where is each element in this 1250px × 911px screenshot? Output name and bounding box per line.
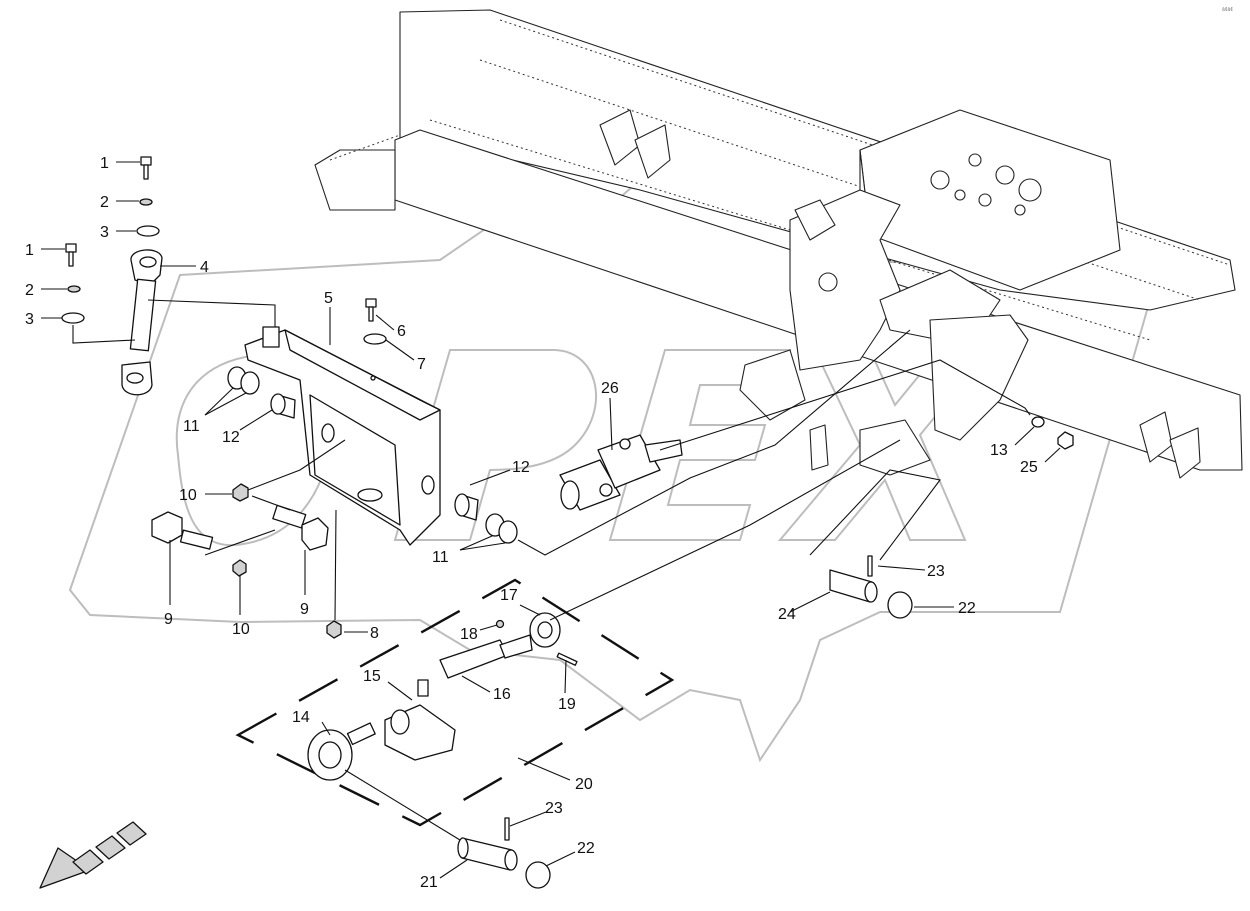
callout-2b: 2 <box>25 282 34 299</box>
callout-11a: 11 <box>183 418 200 435</box>
rod-end-17 <box>529 612 561 648</box>
callout-3a: 3 <box>100 224 109 241</box>
assembly-group-outline <box>235 578 675 827</box>
slotted-rod-16 <box>439 634 533 679</box>
nut-18 <box>495 619 505 629</box>
callout-12b: 12 <box>512 459 530 476</box>
callout-23b: 23 <box>545 800 563 817</box>
bolt-1-lower <box>65 243 77 267</box>
corner-marks: â¢â¢ <box>1222 7 1233 13</box>
callout-14: 14 <box>292 709 310 726</box>
callout-13: 13 <box>990 442 1008 459</box>
direction-arrow-icon <box>39 821 147 889</box>
callout-6: 6 <box>397 323 406 340</box>
callout-17: 17 <box>500 587 518 604</box>
universal-joint-26 <box>559 434 683 511</box>
callout-3b: 3 <box>25 311 34 328</box>
nut-25 <box>1057 431 1074 450</box>
callout-15: 15 <box>363 668 381 685</box>
callout-7: 7 <box>417 356 426 373</box>
callout-1b: 1 <box>25 242 34 259</box>
callout-23a: 23 <box>927 563 945 580</box>
nut-8 <box>326 620 342 639</box>
o-ring-11-right-b <box>498 520 518 544</box>
callout-8: 8 <box>370 625 379 642</box>
callout-12a: 12 <box>222 429 240 446</box>
washer-2-lower <box>67 285 81 293</box>
clamp-15 <box>384 679 456 761</box>
rod-end-14 <box>307 722 376 781</box>
callout-19: 19 <box>558 696 576 713</box>
callout-labels: 1 2 3 1 2 3 4 5 6 7 8 9 9 10 10 11 11 12… <box>25 155 1038 891</box>
callout-11b: 11 <box>432 549 449 566</box>
leader-lines <box>41 161 1061 879</box>
callout-5: 5 <box>324 290 333 307</box>
callout-20: 20 <box>575 776 593 793</box>
cotter-pin-23-upper <box>867 555 873 577</box>
washer-2-upper <box>139 198 153 206</box>
callout-10a: 10 <box>179 487 197 504</box>
bracket-5 <box>244 326 441 546</box>
callout-22b: 22 <box>577 840 595 857</box>
machine-frame <box>314 9 1243 479</box>
callout-21: 21 <box>420 874 438 891</box>
callout-1a: 1 <box>100 155 109 172</box>
washer-13 <box>1031 416 1045 428</box>
callout-18: 18 <box>460 626 478 643</box>
washer-22-lower <box>525 861 551 889</box>
bushing-12-left <box>270 393 296 419</box>
pin-21 <box>457 837 518 871</box>
bolt-9-right <box>272 504 329 551</box>
nut-10-lower <box>232 559 247 577</box>
callout-10b: 10 <box>232 621 250 638</box>
washer-3-upper <box>136 225 160 237</box>
o-ring-11-left-b <box>240 371 260 395</box>
bushing-12-right <box>454 493 479 521</box>
pin-24 <box>829 569 878 603</box>
link-rod-4 <box>121 249 163 396</box>
washer-22-upper <box>887 591 913 619</box>
callout-25: 25 <box>1020 459 1038 476</box>
bolt-9-left <box>151 511 214 550</box>
washer-7 <box>363 333 387 345</box>
callout-9a: 9 <box>164 611 173 628</box>
bolt-6 <box>365 298 377 322</box>
callout-24: 24 <box>778 606 796 623</box>
callout-9b: 9 <box>300 601 309 618</box>
assembly-lines <box>72 299 1031 841</box>
callout-16: 16 <box>493 686 511 703</box>
cotter-pin-23-lower <box>504 817 510 841</box>
bolt-1-upper <box>140 156 152 180</box>
callout-4: 4 <box>200 259 209 276</box>
callout-22a: 22 <box>958 600 976 617</box>
washer-3-lower <box>61 312 85 324</box>
callout-26: 26 <box>601 380 619 397</box>
callout-2a: 2 <box>100 194 109 211</box>
nut-10-upper <box>232 483 249 502</box>
